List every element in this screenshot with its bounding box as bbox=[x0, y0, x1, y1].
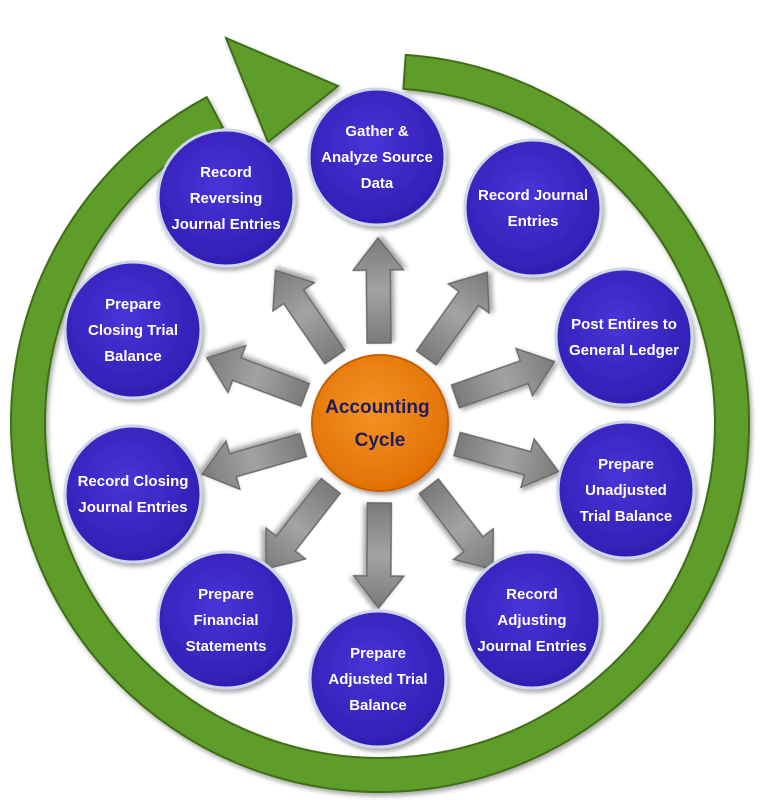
spoke-arrow-record-journal bbox=[415, 271, 490, 366]
spoke-arrow-adjusted-tb bbox=[352, 502, 406, 610]
step-label-line: Analyze Source bbox=[321, 149, 433, 166]
cycle-ring-arrowhead bbox=[224, 36, 340, 144]
center-label-line-1: Accounting bbox=[325, 397, 430, 418]
spoke-arrows bbox=[201, 236, 560, 610]
step-label-line: Gather & bbox=[345, 123, 409, 140]
cycle-ring-body bbox=[10, 53, 750, 793]
step-label-line: Prepare bbox=[198, 586, 254, 603]
step-label-line: Journal Entries bbox=[171, 216, 280, 233]
step-label-line: Prepare bbox=[598, 456, 654, 473]
step-label-line: Entries bbox=[508, 213, 559, 230]
step-label-line: Record bbox=[506, 586, 558, 603]
step-node-post-ledger: Post Entires to General Ledger bbox=[554, 267, 694, 407]
cycle-ring-arrow bbox=[10, 36, 750, 793]
step-label-line: Record Closing bbox=[78, 473, 189, 490]
step-circle bbox=[462, 550, 602, 690]
spoke-arrow-closing-tb bbox=[205, 344, 311, 408]
step-circle bbox=[308, 609, 448, 749]
spoke-arrow-reversing bbox=[272, 269, 346, 365]
step-circle bbox=[156, 128, 296, 268]
step-circle bbox=[554, 267, 694, 407]
center-node: Accounting Cycle bbox=[311, 354, 449, 492]
step-label-line: Financial bbox=[193, 612, 258, 629]
step-label-line: Journal Entries bbox=[78, 499, 187, 516]
step-label-line: Balance bbox=[104, 348, 162, 365]
step-label-line: Adjusting bbox=[497, 612, 566, 629]
step-label: Post Entires to General Ledger bbox=[569, 316, 679, 359]
step-label-line: Trial Balance bbox=[580, 508, 673, 525]
step-circle bbox=[556, 420, 696, 560]
step-label-line: Unadjusted bbox=[585, 482, 667, 499]
step-label-line: Journal Entries bbox=[477, 638, 586, 655]
spoke-arrow-financial-statements bbox=[265, 477, 342, 570]
spoke-arrow-adjusting bbox=[418, 477, 495, 571]
center-circle bbox=[311, 354, 449, 492]
step-circle bbox=[63, 260, 203, 400]
step-label-line: Statements bbox=[186, 638, 267, 655]
spoke-arrow-closing-entries bbox=[201, 432, 308, 491]
step-label-line: General Ledger bbox=[569, 342, 679, 359]
center-label-line-2: Cycle bbox=[355, 430, 406, 451]
step-label-line: Data bbox=[361, 175, 394, 192]
step-label-line: Post Entires to bbox=[571, 316, 677, 333]
step-label-line: Record Journal bbox=[478, 187, 588, 204]
step-label-line: Prepare bbox=[350, 645, 406, 662]
step-label-line: Balance bbox=[349, 697, 407, 714]
center-label: Accounting Cycle bbox=[325, 397, 435, 451]
step-circle bbox=[156, 550, 296, 690]
step-label-line: Prepare bbox=[105, 296, 161, 313]
step-label-line: Record bbox=[200, 164, 252, 181]
spoke-arrow-gather bbox=[351, 236, 405, 344]
step-label-line: Reversing bbox=[190, 190, 263, 207]
spoke-arrow-unadjusted-tb bbox=[453, 431, 560, 489]
step-circle bbox=[63, 424, 203, 564]
step-label-line: Adjusted Trial bbox=[328, 671, 427, 688]
step-label-line: Closing Trial bbox=[88, 322, 178, 339]
step-circle bbox=[463, 138, 603, 278]
spoke-arrow-post-ledger bbox=[450, 347, 556, 409]
step-circle bbox=[307, 87, 447, 227]
